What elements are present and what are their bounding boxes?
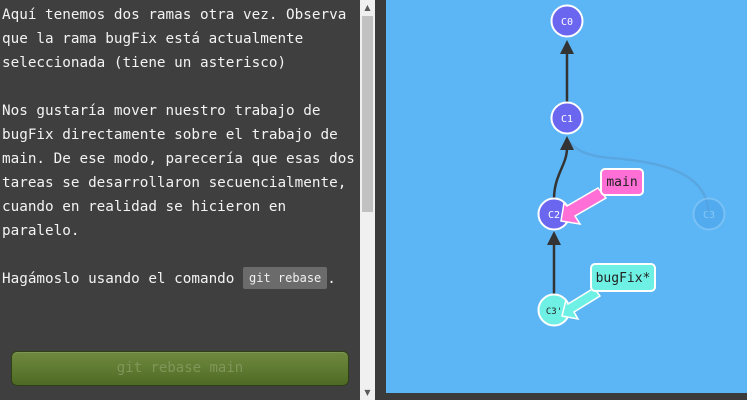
commit-c0[interactable]: C0: [550, 4, 584, 38]
edge-c3-c1: [566, 139, 710, 214]
scroll-thumb[interactable]: [362, 16, 373, 212]
svg-text:C3: C3: [703, 210, 715, 221]
arrow-c2-c1: [560, 136, 574, 150]
branch-bugfix[interactable]: bugFix*: [561, 263, 656, 321]
inline-code: git rebase: [243, 267, 328, 289]
lesson-paragraph-3: Hagámoslo usando el comando git rebase.: [2, 267, 357, 291]
svg-text:C2: C2: [548, 210, 560, 221]
svg-text:C0: C0: [561, 17, 573, 28]
scroll-down-icon[interactable]: ▼: [364, 388, 371, 397]
vertical-scrollbar[interactable]: ▲ ▼: [360, 0, 375, 400]
svg-text:bugFix*: bugFix*: [596, 271, 651, 286]
lesson-paragraph-2: Nos gustaría mover nuestro trabajo de bu…: [2, 103, 355, 239]
branch-main[interactable]: main: [560, 168, 644, 225]
git-rebase-button[interactable]: git rebase main: [11, 351, 349, 386]
lesson-text: Aquí tenemos dos ramas otra vez. Observa…: [2, 3, 357, 315]
lesson-paragraph-3-prefix: Hagámoslo usando el comando: [2, 271, 244, 287]
scroll-up-icon[interactable]: ▲: [364, 3, 371, 12]
svg-text:main: main: [606, 175, 637, 190]
arrow-c3prime-c2: [547, 231, 561, 245]
commit-c3-ghost[interactable]: C3: [692, 197, 726, 231]
lesson-paragraph-3-suffix: .: [327, 271, 336, 287]
lesson-panel: Aquí tenemos dos ramas otra vez. Observa…: [0, 0, 360, 400]
panel-divider: [375, 0, 386, 400]
arrow-c1-c0: [560, 40, 574, 54]
svg-text:C1: C1: [561, 114, 573, 125]
svg-text:C3': C3': [546, 307, 562, 317]
edge-c2-c1: [552, 147, 569, 200]
commit-c1[interactable]: C1: [550, 101, 584, 135]
git-graph: C0 C1 C2 C3 C3' main bugFix*: [537, 4, 726, 327]
lesson-paragraph-1: Aquí tenemos dos ramas otra vez. Observa…: [2, 7, 347, 71]
git-visualization: C0 C1 C2 C3 C3' main bugFix*: [386, 0, 747, 393]
